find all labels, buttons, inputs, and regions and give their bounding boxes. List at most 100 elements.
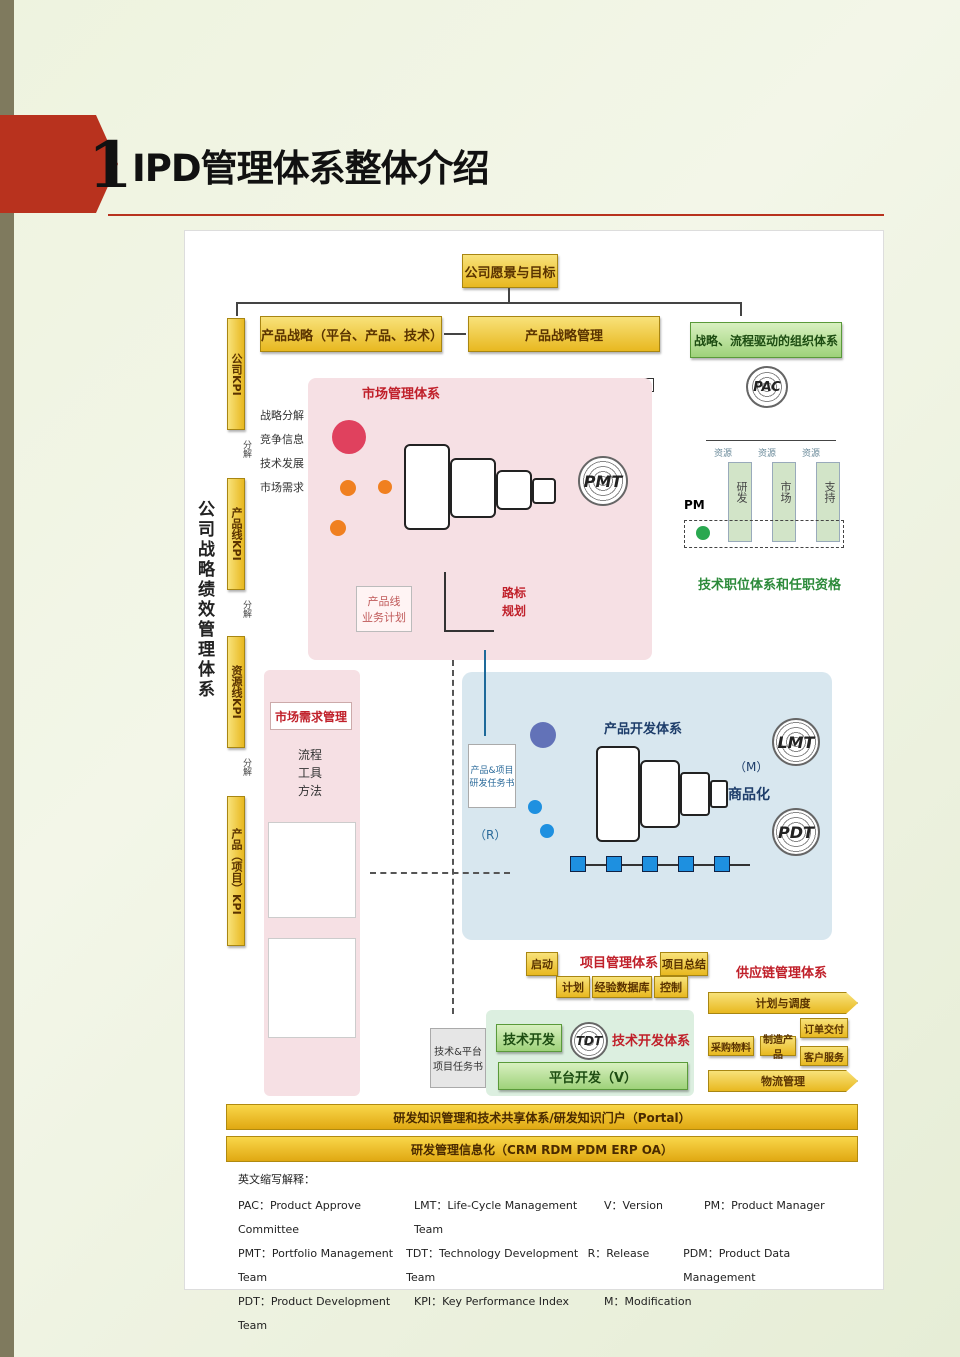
pdt-target: PDT [772, 808, 820, 856]
idea-dot [528, 800, 542, 814]
service-box: 客户服务 [800, 1046, 848, 1066]
funnel-stage [640, 760, 680, 828]
idea-dot [540, 824, 554, 838]
legend-title: 英文缩写解释： [238, 1173, 315, 1186]
platform-box: 平台开发（V） [498, 1062, 688, 1090]
make-box: 制造产品 [760, 1035, 796, 1061]
knowledge-bar: 研发知识管理和技术共享体系/研发知识门户（Portal） [226, 1104, 858, 1130]
milestone [570, 856, 586, 872]
tech-title: 技术开发体系 [612, 1034, 691, 1049]
dept-column: 支持 [816, 462, 840, 542]
funnel-stage [680, 772, 710, 816]
resource-label: 资源 [714, 449, 733, 459]
input-item: 战略分解 [260, 409, 304, 422]
business-plan-box: 产品线 业务计划 [356, 586, 412, 632]
tdt-target: TDT [570, 1022, 608, 1060]
tech-task-box: 技术&平台 项目任务书 [430, 1028, 486, 1088]
dept-label: 研发 [735, 481, 748, 503]
legend-item: KPI：Key Performance Index [414, 1295, 570, 1308]
release-label: （R） [474, 828, 507, 842]
summary-box: 项目总结 [660, 952, 708, 976]
roadmap-label: 路标 规划 [502, 586, 527, 618]
org-box: 战略、流程驱动的组织体系 [690, 322, 842, 358]
idea-dot [340, 480, 356, 496]
input-item: 技术发展 [260, 457, 304, 470]
header-arrow [96, 115, 118, 213]
funnel-stage [532, 478, 556, 504]
decompose-label: 分解 [241, 440, 251, 458]
decompose-label: 分解 [241, 600, 251, 618]
dev-task-box: 产品&项目 研发任务书 [468, 744, 516, 808]
milestone [714, 856, 730, 872]
legend-item: M：Modification [604, 1295, 692, 1308]
idea-dot [378, 480, 392, 494]
vision-box: 公司愿景与目标 [462, 254, 558, 288]
dev-title: 产品开发体系 [604, 722, 683, 737]
legend-item: PM：Product Manager [704, 1199, 825, 1212]
header-red-block [0, 115, 96, 213]
project-title: 项目管理体系 [580, 956, 659, 971]
timeline-line [570, 864, 750, 866]
kpi-resource: 资源线KPI [227, 636, 245, 748]
page-title: IPD管理体系整体介绍 [132, 147, 490, 190]
decompose-label: 分解 [241, 758, 251, 776]
connector [444, 333, 466, 335]
connector [706, 440, 836, 441]
connector [236, 302, 742, 304]
legend-item: R：Release [587, 1247, 650, 1260]
job-title: 技术职位体系和任职资格 [698, 578, 842, 593]
exp-box: 经验数据库 [592, 976, 652, 998]
demand-title: 市场需求管理 [270, 702, 352, 730]
kpi-company: 公司KPI [227, 318, 245, 430]
funnel-stage [450, 458, 496, 518]
commercialize-label: 商品化 [728, 787, 770, 803]
legend-item: PDT：Product Development Team [238, 1295, 391, 1332]
ctrl-box: 控制 [654, 976, 688, 998]
strategy-box: 产品战略（平台、产品、技术） [260, 316, 443, 352]
dept-label: 支持 [823, 481, 836, 503]
connector [740, 302, 742, 316]
market-title: 市场管理体系 [362, 387, 441, 402]
input-item: 竞争信息 [260, 433, 304, 446]
dept-column: 研发 [728, 462, 752, 542]
idea-dot [332, 420, 366, 454]
funnel-stage [710, 780, 728, 808]
demand-items: 流程 工具 方法 [298, 748, 323, 798]
resource-label: 资源 [758, 449, 777, 459]
funnel-stage [496, 470, 532, 510]
kpi-productline: 产品线KPI [227, 478, 245, 590]
supply-title: 供应链管理体系 [736, 966, 828, 981]
milestone [678, 856, 694, 872]
funnel-stage [596, 746, 640, 842]
flow-arrow [484, 650, 486, 736]
mod-label: （M） [734, 760, 769, 774]
inputs-list: 战略分解 竞争信息 技术发展 市场需求 [260, 404, 304, 500]
chart-thumbnail [268, 938, 356, 1038]
idea-dot [530, 722, 556, 748]
dashed-flow [452, 660, 454, 1014]
logistics-arrow: 物流管理 [708, 1070, 858, 1092]
legend-item: PDM：Product Data Management [683, 1247, 791, 1284]
start-box: 启动 [526, 952, 558, 976]
infosys-bar: 研发管理信息化（CRM RDM PDM ERP OA） [226, 1136, 858, 1162]
pm-dot [696, 526, 710, 540]
resource-label: 资源 [802, 449, 821, 459]
process-thumbnail [268, 822, 356, 918]
input-item: 市场需求 [260, 481, 304, 494]
legend-item: TDT：Technology Development Team [406, 1247, 579, 1284]
pmt-target: PMT [578, 456, 628, 506]
legend-item: PMT：Portfolio Management Team [238, 1247, 394, 1284]
milestone [606, 856, 622, 872]
legend-item: LMT：Life-Cycle Management Team [414, 1199, 578, 1236]
strategy-mgmt-box: 产品战略管理 [468, 316, 660, 352]
roadmap-chart [444, 572, 494, 632]
plan-box: 计划 [556, 976, 590, 998]
section-number: 1 [88, 128, 133, 203]
buy-box: 采购物料 [708, 1036, 754, 1056]
dept-label: 市场 [779, 481, 792, 503]
plan-schedule-arrow: 计划与调度 [708, 992, 858, 1014]
pm-dashed-box [684, 520, 844, 548]
dept-column: 市场 [772, 462, 796, 542]
side-title: 公司战略绩效管理体系 [198, 500, 215, 700]
